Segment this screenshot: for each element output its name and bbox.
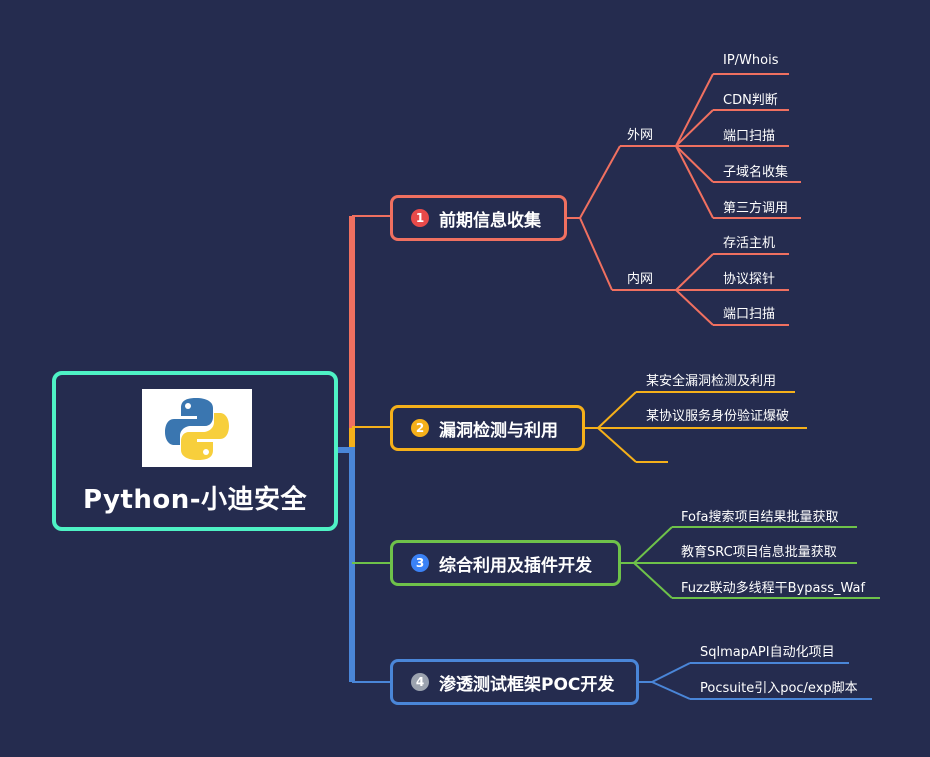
b1-outer-leaf-2-link	[675, 109, 714, 147]
leaf-fuzz-bypass[interactable]: Fuzz联动多线程干Bypass_Waf	[681, 581, 866, 596]
leaf-third-party[interactable]: 第三方调用	[723, 201, 789, 216]
branch-label: 综合利用及插件开发	[439, 555, 592, 576]
b1-to-inner	[579, 217, 613, 291]
leaf-auth-bruteforce[interactable]: 某协议服务身份验证爆破	[646, 409, 790, 424]
badge-2: 2	[411, 419, 429, 437]
b1-outer-leaf-4-link	[675, 145, 714, 183]
b4-leaf-1-link	[651, 662, 691, 683]
leaf-live-hosts[interactable]: 存活主机	[723, 236, 776, 251]
leaf-fofa-batch[interactable]: Fofa搜索项目结果批量获取	[681, 510, 839, 525]
b4-leaf-2-link	[651, 681, 691, 700]
leaf-cdn-check[interactable]: CDN判断	[723, 93, 778, 108]
leaf-protocol-probe[interactable]: 协议探针	[723, 272, 776, 287]
branch-label: 前期信息收集	[439, 210, 541, 231]
branch-label: 渗透测试框架POC开发	[439, 674, 615, 695]
b2-leaf-3-link	[597, 427, 637, 463]
leaf-src-batch[interactable]: 教育SRC项目信息批量获取	[681, 545, 837, 560]
root-node[interactable]: Python-小迪安全	[52, 371, 338, 531]
branch-label: 漏洞检测与利用	[439, 420, 558, 441]
branch-plugin-dev[interactable]: 3 综合利用及插件开发	[390, 540, 621, 586]
badge-1: 1	[411, 209, 429, 227]
leaf-subdomain[interactable]: 子域名收集	[723, 165, 789, 180]
b1-outer-leaf-1-link	[675, 73, 714, 147]
leaf-port-scan-int[interactable]: 端口扫描	[723, 307, 776, 322]
leaf-pocsuite[interactable]: Pocsuite引入poc/exp脚本	[700, 681, 858, 696]
b1-inner-leaf-1-link	[675, 253, 714, 291]
leaf-sqlmapapi[interactable]: SqlmapAPI自动化项目	[700, 645, 835, 660]
branch-info-gathering[interactable]: 1 前期信息收集	[390, 195, 567, 241]
leaf-port-scan-ext[interactable]: 端口扫描	[723, 129, 776, 144]
badge-3: 3	[411, 554, 429, 572]
branch-poc-framework[interactable]: 4 渗透测试框架POC开发	[390, 659, 639, 705]
python-logo-icon	[142, 389, 252, 467]
b1-inner-leaf-3-link	[675, 289, 714, 326]
b1-outer-leaf-5-link	[675, 145, 714, 219]
branch-vuln-detection[interactable]: 2 漏洞检测与利用	[390, 405, 585, 451]
b3-leaf-3-link	[633, 562, 673, 599]
leaf-ip-whois[interactable]: IP/Whois	[723, 53, 779, 68]
root-title: Python-小迪安全	[82, 485, 308, 515]
group-label-internal[interactable]: 内网	[627, 272, 654, 287]
leaf-vuln-exploit[interactable]: 某安全漏洞检测及利用	[646, 374, 777, 389]
b2-leaf-1-link	[597, 391, 637, 429]
group-label-external[interactable]: 外网	[627, 128, 654, 143]
b1-to-outer	[579, 145, 621, 219]
badge-4: 4	[411, 673, 429, 691]
b3-leaf-1-link	[633, 526, 673, 564]
